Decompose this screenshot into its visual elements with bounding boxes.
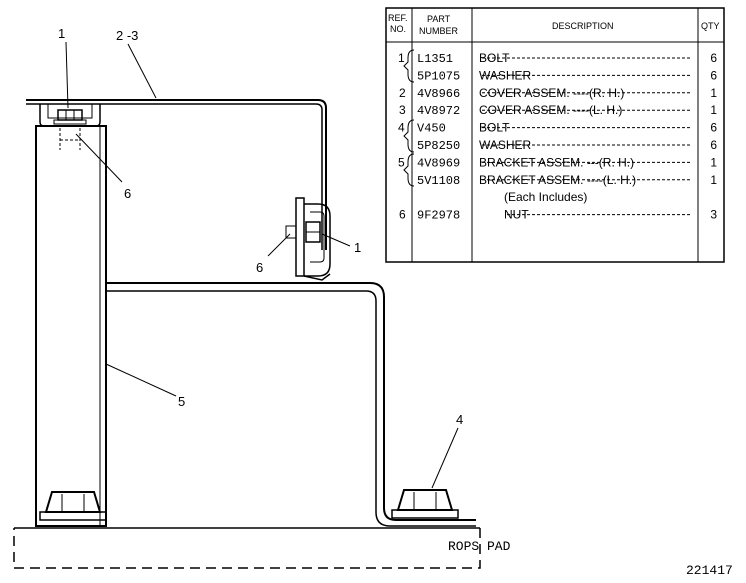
callout-1-right: 1 xyxy=(354,240,361,255)
table-row: 5 4V8969 BRACKET ASSEM. ---(R. H.) 1 xyxy=(398,155,717,170)
callout-2-3: 2 -3 xyxy=(116,28,138,43)
table-row: 5P1075 WASHER 6 xyxy=(417,68,717,83)
ref-cell: 1 xyxy=(398,51,405,65)
callout-6-lower: 6 xyxy=(256,260,263,275)
bottom-bolt-right xyxy=(391,489,459,519)
part-number-cell: 4V8972 xyxy=(417,104,460,118)
table-row: 6 9F2978 NUT 3 xyxy=(399,208,717,223)
part-number-cell: V450 xyxy=(417,122,446,136)
table-row: (Each Includes) xyxy=(504,190,587,204)
qty-cell: 1 xyxy=(710,103,717,117)
qty-cell: 6 xyxy=(710,138,717,152)
ref-cell: 3 xyxy=(399,103,406,117)
figure-number: 221417 xyxy=(686,563,733,578)
part-number-cell: 5V1108 xyxy=(417,174,460,188)
part-number-cell: 9F2978 xyxy=(417,209,460,223)
hdr-ref-line2: NO. xyxy=(390,24,406,34)
cover-assembly xyxy=(26,99,327,250)
table-row: 5P8250 WASHER 6 xyxy=(417,138,717,153)
description-cell: (Each Includes) xyxy=(504,190,587,204)
side-clip xyxy=(285,197,331,281)
table-row: 3 4V8972 COVER ASSEM. ----(L. H.) 1 xyxy=(399,103,717,118)
qty-cell: 1 xyxy=(710,86,717,100)
description-cell: COVER ASSEM. ----(R. H.) xyxy=(479,86,624,100)
hdr-part-line2: NUMBER xyxy=(419,26,459,36)
description-cell: NUT xyxy=(504,208,529,222)
hdr-qty: QTY xyxy=(701,21,720,31)
hdr-ref-line1: REF. xyxy=(388,13,408,23)
rops-pad: ROPS PAD xyxy=(13,527,511,569)
qty-cell: 3 xyxy=(710,208,717,222)
callout-6-upper: 6 xyxy=(124,186,131,201)
ref-cell: 4 xyxy=(398,121,405,135)
part-number-cell: 5P8250 xyxy=(417,139,460,153)
description-cell: WASHER xyxy=(479,138,532,152)
hdr-description: DESCRIPTION xyxy=(552,21,614,31)
part-number-cell: 4V8966 xyxy=(417,87,460,101)
ref-cell: 5 xyxy=(398,155,405,169)
rops-pad-label: ROPS PAD xyxy=(448,539,511,554)
qty-cell: 6 xyxy=(710,121,717,135)
qty-cell: 1 xyxy=(710,173,717,187)
top-bolt xyxy=(53,109,87,150)
callout-5: 5 xyxy=(178,394,185,409)
ref-cell: 2 xyxy=(399,86,406,100)
description-cell: BRACKET ASSEM. ---(R. H.) xyxy=(479,155,634,169)
part-number-cell: 4V8969 xyxy=(417,156,460,170)
callout-4: 4 xyxy=(456,412,463,427)
qty-cell: 6 xyxy=(710,68,717,82)
part-number-cell: L1351 xyxy=(417,52,453,66)
qty-cell: 6 xyxy=(710,51,717,65)
callout-1-top: 1 xyxy=(58,26,65,41)
qty-cell: 1 xyxy=(710,155,717,169)
hdr-part-line1: PART xyxy=(427,14,451,24)
bracket-arm xyxy=(106,282,476,527)
parts-table: REF. NO. PART NUMBER DESCRIPTION QTY 1 L1… xyxy=(385,7,725,263)
part-number-cell: 5P1075 xyxy=(417,69,460,83)
description-cell: COVER ASSEM. ----(L. H.) xyxy=(479,103,622,117)
bracket-post xyxy=(35,125,107,527)
table-row: 2 4V8966 COVER ASSEM. ----(R. H.) 1 xyxy=(399,86,717,101)
ref-cell: 6 xyxy=(399,208,406,222)
description-cell: WASHER xyxy=(479,68,532,82)
callout-leaders xyxy=(65,41,459,489)
bottom-bolt-left xyxy=(39,491,107,521)
